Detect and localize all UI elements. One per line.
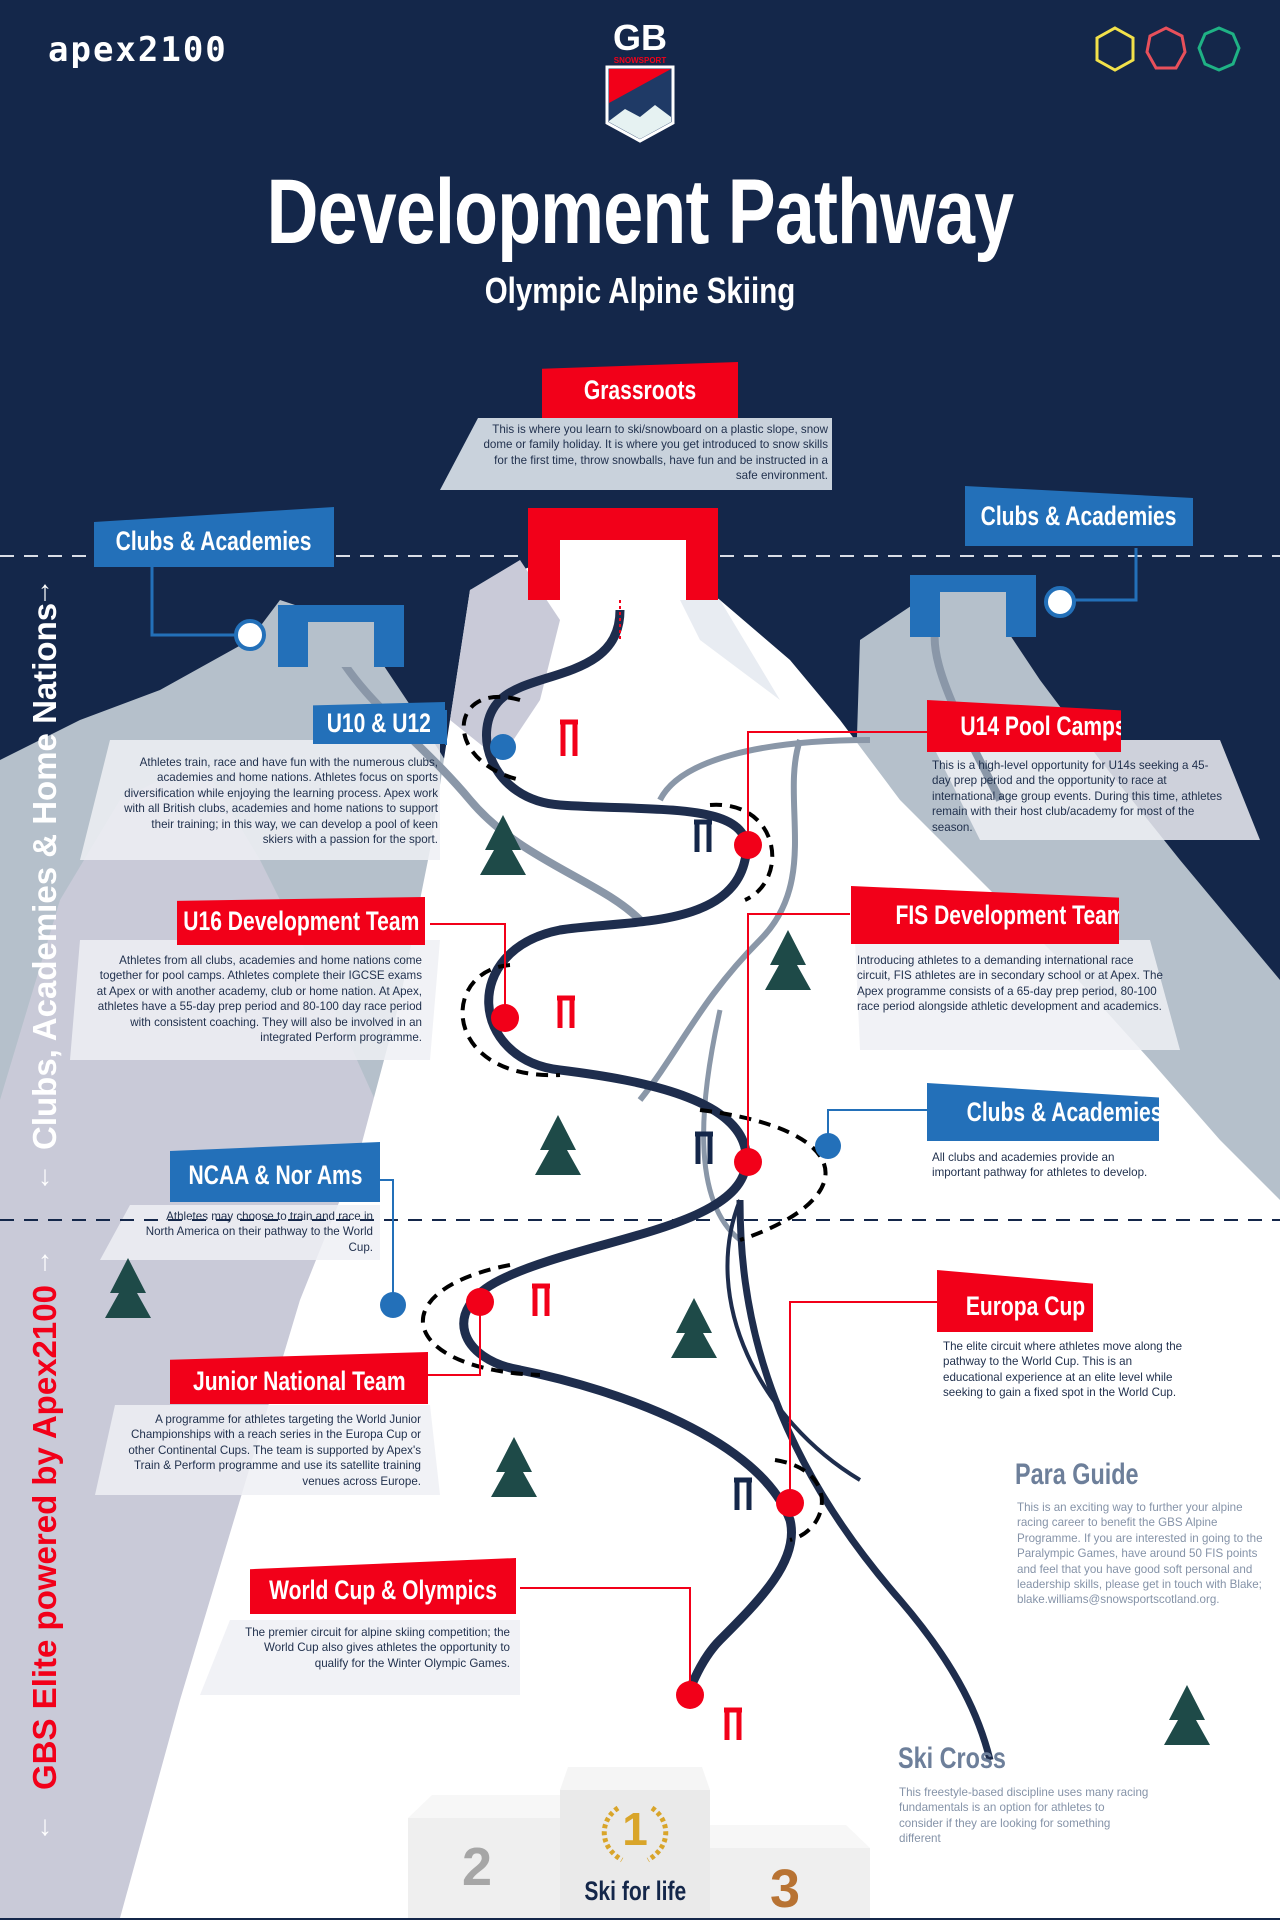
shield-icon <box>605 65 675 143</box>
junior-national-team-description: A programme for athletes targeting the W… <box>128 1413 421 1488</box>
world-cup-olympics-description: The premier circuit for alpine skiing co… <box>245 1626 510 1670</box>
junior-national-team-label: Junior National Team <box>170 1352 428 1404</box>
podium-third-number: 3 <box>770 1859 801 1919</box>
ski-cross-description: This freestyle-based discipline uses man… <box>899 1786 1149 1846</box>
side-label-clubs: Clubs, Academies & Home Nations <box>26 602 63 1150</box>
arrow-down-icon: ↓ <box>38 1160 52 1191</box>
shape-icons <box>1095 26 1241 72</box>
clubs-academies-mid-label: Clubs & Academies <box>927 1083 1159 1141</box>
grassroots-description: This is where you learn to ski/snowboard… <box>483 423 828 483</box>
gb-snowsport-logo: GB SNOWSPORT <box>600 20 680 148</box>
u16-development-team-label: U16 Development Team <box>177 897 425 945</box>
laurel-icon <box>592 1802 678 1868</box>
apex2100-logo: apex2100 <box>48 30 228 70</box>
world-cup-olympics-label: World Cup & Olympics <box>250 1558 516 1614</box>
snowsport-text: SNOWSPORT <box>613 56 667 65</box>
heptagon-icon <box>1145 26 1187 70</box>
podium-first-number: 1 <box>622 1803 648 1855</box>
arrow-up-icon: ↑ <box>38 1245 52 1276</box>
podium-graphic <box>408 1767 870 1918</box>
fis-development-team-label: FIS Development Team <box>851 886 1119 944</box>
ski-for-life-caption: Ski for life <box>584 1876 686 1906</box>
grassroots-start-arch <box>528 508 718 600</box>
europa-cup-description: The elite circuit where athletes move al… <box>943 1340 1183 1400</box>
clubs-academies-mid-description: All clubs and academies provide an impor… <box>932 1151 1148 1180</box>
page-subtitle: Olympic Alpine Skiing <box>484 270 796 311</box>
u16-development-team-description: Athletes from all clubs, academies and h… <box>96 954 422 1045</box>
gb-letters: GB <box>613 17 667 58</box>
clubs-academies-right-label: Clubs & Academies <box>965 486 1193 546</box>
u10-u12-label: U10 & U12 <box>313 702 445 744</box>
page-title: Development Pathway <box>266 161 1015 263</box>
u10-u12-description: Athletes train, race and have fun with t… <box>124 756 438 847</box>
hexagon-icon <box>1095 26 1135 72</box>
grassroots-label: Grassroots <box>542 362 738 418</box>
para-guide-description: This is an exciting way to further your … <box>1017 1501 1263 1607</box>
ski-cross-heading: Ski Cross <box>898 1742 1006 1775</box>
u14-pool-camps-description: This is a high-level opportunity for U14… <box>932 759 1223 834</box>
ncaa-nor-ams-label: NCAA & Nor Ams <box>170 1142 380 1202</box>
para-guide-heading: Para Guide <box>1015 1458 1139 1491</box>
fis-development-team-description: Introducing athletes to a demanding inte… <box>857 954 1163 1014</box>
podium-second-number: 2 <box>462 1837 493 1897</box>
u10-panel <box>80 740 440 860</box>
arrow-down-icon: ↓ <box>38 1810 52 1841</box>
ncaa-nor-ams-description: Athletes may choose to train and race in… <box>145 1210 373 1254</box>
side-label-elite: GBS Elite powered by Apex2100 <box>26 1285 63 1790</box>
u14-pool-camps-label: U14 Pool Camps <box>927 700 1121 752</box>
arrow-up-icon: ↑ <box>38 575 52 606</box>
octagon-icon <box>1197 26 1241 72</box>
